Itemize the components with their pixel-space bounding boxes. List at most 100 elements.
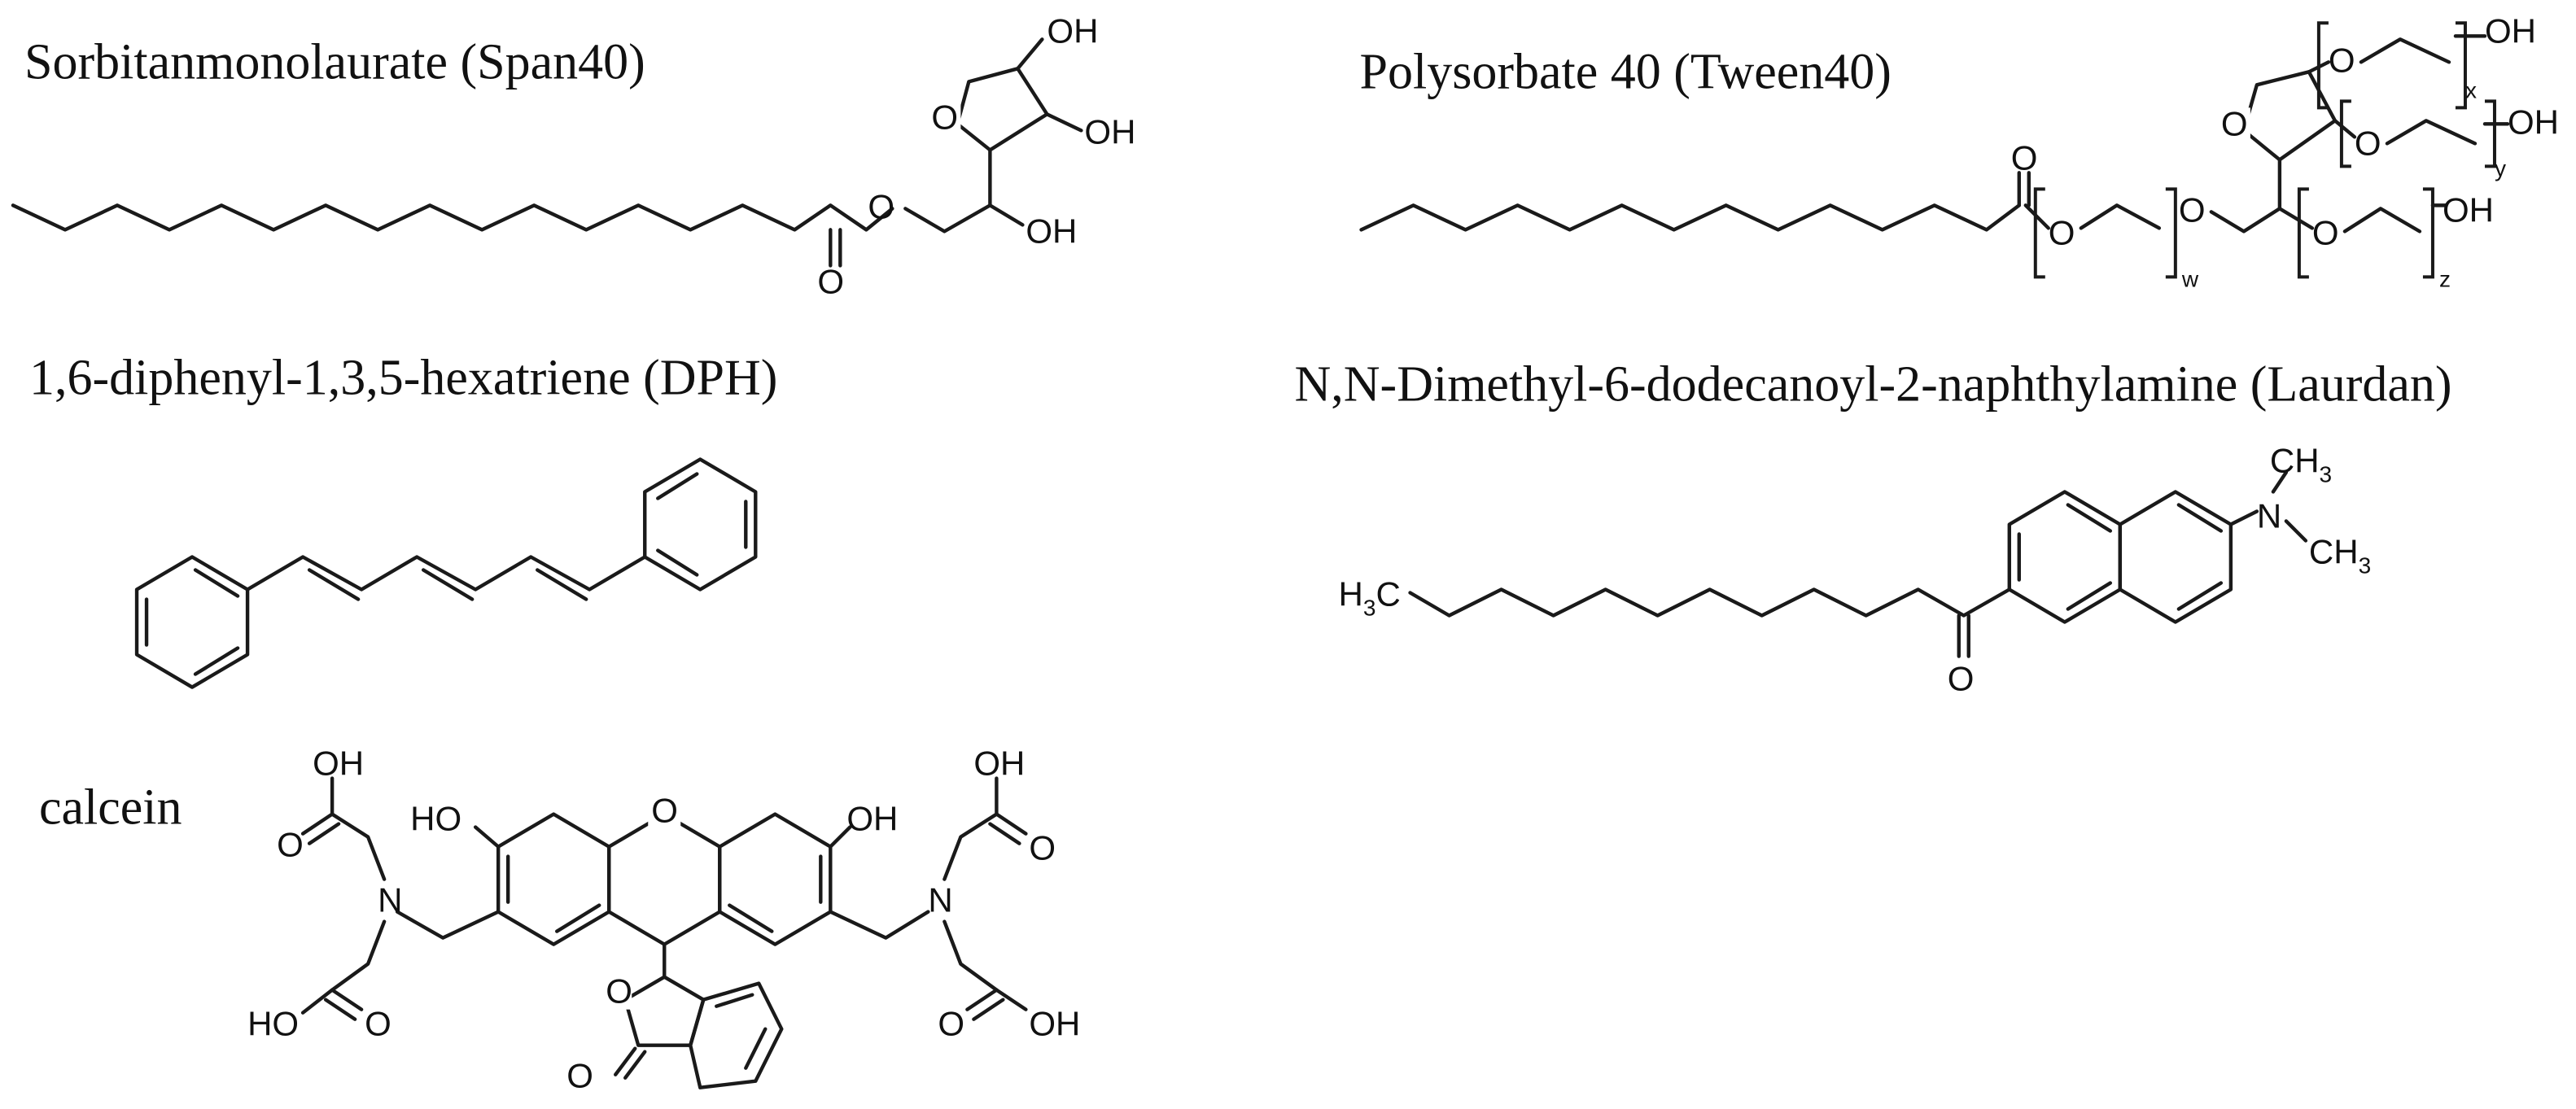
calcein-left-bottom-co-1 xyxy=(330,988,364,1011)
calcein-left-top-co-2 xyxy=(307,822,341,845)
calcein-benzo-ring xyxy=(689,981,784,1089)
calcein-rr-db2 xyxy=(728,903,774,933)
span40-linker xyxy=(903,203,992,234)
calcein-right-ch2 xyxy=(829,910,930,940)
calcein-right-bottom-co-2 xyxy=(972,998,1005,1021)
tween40-alkyl-chain xyxy=(1359,203,2021,232)
laurdan-carbonyl-o: O xyxy=(1948,660,1975,698)
laurdan-structure: N,N-Dimethyl-6-dodecanoyl-2-naphthylamin… xyxy=(1295,356,2452,697)
tween40-w-bond0 xyxy=(2023,203,2050,230)
tween40-y-o: O xyxy=(2355,124,2381,162)
calcein-left-bottom-co-2 xyxy=(323,998,357,1021)
tween40-bracket-w-right xyxy=(2165,187,2177,279)
span40-ester-o: O xyxy=(868,187,894,225)
dph-benzene-left xyxy=(134,555,250,689)
calcein-oh-right: OH xyxy=(846,800,898,838)
tween40-bracket-z-right xyxy=(2422,187,2434,279)
calcein-ring-middle xyxy=(607,812,722,946)
calcein-right-n: N xyxy=(928,881,952,919)
calcein-left-top-oh: OH xyxy=(313,744,364,783)
calcein-left-arm-bottom xyxy=(330,919,387,992)
laurdan-n: N xyxy=(2257,496,2281,535)
dph-db-1 xyxy=(307,568,361,601)
dph-caption: 1,6-diphenyl-1,3,5-hexatriene (DPH) xyxy=(29,350,777,405)
dph-db-3 xyxy=(536,568,588,601)
span40-oh-top-bond xyxy=(1016,37,1044,71)
tween40-w-o: O xyxy=(2049,213,2075,251)
tween40-oh-x: OH xyxy=(2485,11,2536,50)
tween40-z-bond0 xyxy=(2277,207,2315,230)
calcein-right-bottom-oh-bond xyxy=(995,988,1028,1011)
calcein-lactone-carbonyl-o: O xyxy=(566,1057,593,1095)
calcein-lactone-co-2 xyxy=(623,1050,647,1080)
tween40-o-2: O xyxy=(2179,190,2206,229)
calcein-left-n: N xyxy=(378,881,402,919)
span40-structure: Sorbitanmonolaurate (Span40) O O OH O OH… xyxy=(11,11,1135,300)
tween40-bracket-w-left xyxy=(2033,187,2045,279)
laurdan-alkyl-chain xyxy=(1408,587,2011,618)
tween40-bracket-y-right xyxy=(2484,99,2496,168)
span40-oh-side: OH xyxy=(1026,212,1077,250)
laurdan-ch3-top-bond xyxy=(2271,470,2289,494)
calcein-right-arm-top xyxy=(942,812,999,881)
calcein-right-top-co-1 xyxy=(995,812,1028,836)
calcein-rl-db2 xyxy=(555,903,601,933)
calcein-left-top-o: O xyxy=(277,826,304,864)
calcein-left-bottom-o: O xyxy=(365,1005,391,1043)
span40-ring-o: O xyxy=(931,98,958,136)
tween40-z-chain xyxy=(2342,207,2422,234)
laurdan-naphthalene-right xyxy=(2118,490,2233,624)
calcein-left-arm-top xyxy=(330,812,387,881)
calcein-ho-left-bond xyxy=(473,825,501,849)
dph-benzene-right-db2 xyxy=(656,472,699,500)
calcein-left-bottom-ho: HO xyxy=(247,1005,299,1043)
dph-benzene-left-db2 xyxy=(193,646,240,676)
tween40-linker xyxy=(2209,207,2282,234)
calcein-lactone-o: O xyxy=(606,972,632,1011)
laurdan-nl-db3 xyxy=(2066,581,2113,611)
tween40-oh-y: OH xyxy=(2508,103,2559,141)
calcein-left-bottom-ho-bond xyxy=(300,988,335,1015)
tween40-ring xyxy=(2241,70,2338,162)
laurdan-ch3-top: CH3 xyxy=(2270,441,2332,487)
dph-db-2 xyxy=(421,568,475,601)
tween40-x-chain xyxy=(2359,37,2451,64)
tween40-x-o: O xyxy=(2329,41,2355,79)
tween40-bracket-z-left xyxy=(2297,187,2309,279)
span40-carbonyl-o: O xyxy=(817,262,844,300)
span40-alkyl-chain xyxy=(11,203,894,232)
tween40-structure: Polysorbate 40 (Tween40) O O w O O O OH … xyxy=(1359,11,2559,291)
span40-oh-mid: OH xyxy=(1084,112,1135,151)
laurdan-h3c: H3C xyxy=(1339,575,1401,621)
span40-ring xyxy=(956,67,1049,152)
tween40-x-bond0 xyxy=(2307,60,2331,74)
laurdan-nr-db2 xyxy=(2176,581,2224,611)
calcein-right-top-oh: OH xyxy=(973,744,1025,783)
laurdan-nl-db2 xyxy=(2066,503,2113,533)
calcein-right-top-o: O xyxy=(1029,829,1056,867)
calcein-caption: calcein xyxy=(39,780,182,836)
span40-oh-bond xyxy=(988,203,1025,227)
tween40-bracket-x-right xyxy=(2455,21,2467,110)
tween40-carbonyl-o: O xyxy=(2011,138,2038,177)
laurdan-naphthalene-left xyxy=(2007,490,2123,624)
tween40-y-sub: y xyxy=(2495,155,2506,181)
calcein-right-arm-bottom xyxy=(942,919,999,992)
dph-structure: 1,6-diphenyl-1,3,5-hexatriene (DPH) xyxy=(29,350,777,689)
tween40-oh-z: OH xyxy=(2443,190,2494,229)
span40-oh-mid-bond xyxy=(1045,112,1083,133)
calcein-ho-left: HO xyxy=(410,800,461,838)
dph-hexatriene-chain xyxy=(245,555,647,592)
span40-caption: Sorbitanmonolaurate (Span40) xyxy=(24,34,645,90)
laurdan-caption: N,N-Dimethyl-6-dodecanoyl-2-naphthylamin… xyxy=(1295,356,2452,412)
calcein-right-bottom-co-1 xyxy=(965,988,999,1011)
tween40-y-bond0 xyxy=(2333,119,2357,139)
dph-benzene-right xyxy=(643,457,758,592)
tween40-w-sub: w xyxy=(2181,266,2199,291)
dph-benzene-left-db3 xyxy=(193,568,240,598)
laurdan-ch3-bottom-bond xyxy=(2284,519,2308,543)
calcein-right-top-co-2 xyxy=(988,822,1021,845)
calcein-right-bottom-o: O xyxy=(938,1005,964,1043)
tween40-w-chain xyxy=(2079,203,2162,230)
